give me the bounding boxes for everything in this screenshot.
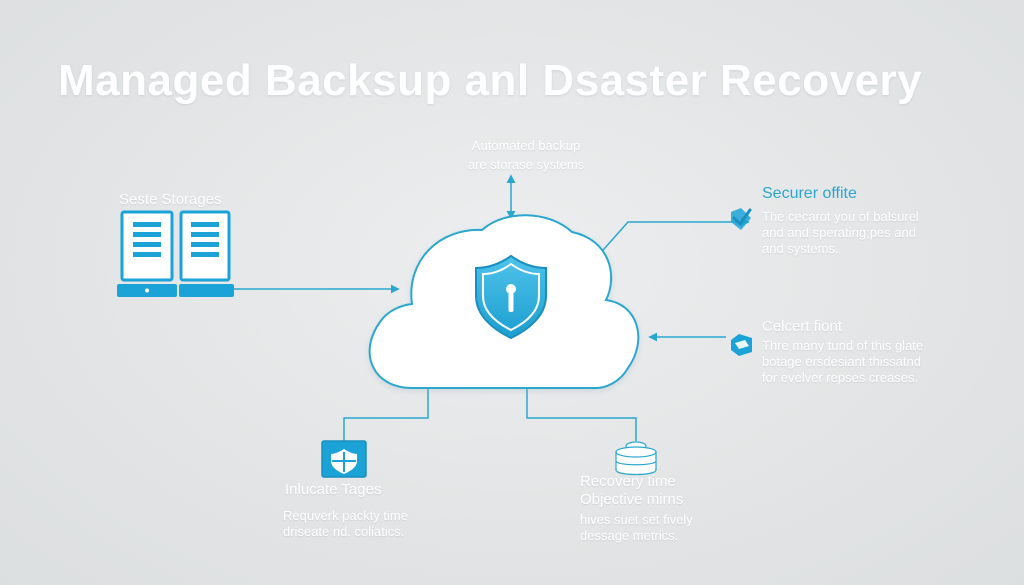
storage-servers-icon — [117, 210, 234, 297]
server-left-slot — [133, 232, 161, 237]
server-left — [117, 210, 177, 297]
server-left-slot — [133, 242, 161, 247]
shield-inner-outline — [482, 262, 540, 332]
server-left-slot — [133, 252, 161, 257]
server-left-slot — [133, 222, 161, 227]
device-folder-icon — [731, 334, 752, 356]
connector-offsite-arrow — [586, 217, 750, 269]
offsite-line-3: and systems. — [762, 241, 839, 256]
recovery-line-1: hives suet set fively — [580, 512, 693, 527]
client-heading: Celcert fiont — [762, 318, 843, 335]
server-right — [179, 210, 234, 297]
recovery-description: hives suet set fively dessage metrics. — [580, 512, 693, 544]
page-title: Managed Backsup anl Dsaster Recovery — [58, 56, 923, 105]
keyhole-top — [506, 284, 516, 294]
connectors — [232, 174, 750, 441]
top-label: Automated backup are storase systems — [456, 136, 596, 174]
shield-box-icon — [321, 440, 367, 478]
checkmark-icon — [731, 208, 752, 230]
connector-recovery-line — [526, 388, 637, 441]
offsite-line-1: The cecarot you of balsurel — [762, 209, 919, 224]
client-line-3: for evelver repses creases. — [762, 370, 919, 385]
tages-line-1: Requverk packty time — [283, 508, 408, 523]
server-right-slot — [191, 242, 219, 247]
client-line-2: botage ersdesiant thissatnd — [762, 354, 921, 369]
recovery-heading-line-1: Recovery time — [580, 473, 676, 490]
shield-lock-icon — [475, 254, 547, 340]
recovery-heading-line-2: Objective mirns — [580, 491, 684, 508]
top-label-line-2: are storase systems — [467, 157, 585, 172]
tages-heading: Inlucate Tages — [285, 481, 382, 498]
recovery-heading: Recovery time Objective mirns — [580, 473, 683, 509]
server-right-slot — [191, 252, 219, 257]
keyhole-stem — [508, 292, 514, 312]
client-description: Thre many tund of this glate botage ersd… — [762, 338, 923, 386]
storage-heading: Seste Storages — [119, 191, 222, 208]
database-top — [615, 446, 657, 458]
device-folder-screen — [735, 340, 749, 349]
offsite-description: The cecarot you of balsurel and and sper… — [762, 209, 919, 257]
connector-tages-line — [343, 388, 429, 441]
recovery-line-2: dessage metrics. — [580, 528, 679, 543]
checkmark-tick — [732, 208, 752, 226]
database-body — [615, 451, 657, 476]
server-right-base — [179, 284, 234, 297]
server-right-slot — [191, 222, 219, 227]
top-label-line-1: Automated backup — [471, 138, 581, 153]
server-right-slot — [191, 232, 219, 237]
tages-description: Requverk packty time driseate nd. coliat… — [283, 508, 408, 540]
client-line-1: Thre many tund of this glate — [762, 338, 924, 353]
offsite-line-2: and and sperating;pes and — [762, 225, 916, 240]
tages-line-2: driseate nd. coliatics. — [283, 524, 405, 539]
database-icon — [615, 441, 657, 476]
server-left-led — [145, 288, 149, 293]
database-band — [615, 460, 657, 466]
offsite-heading: Securer offite — [762, 185, 857, 202]
